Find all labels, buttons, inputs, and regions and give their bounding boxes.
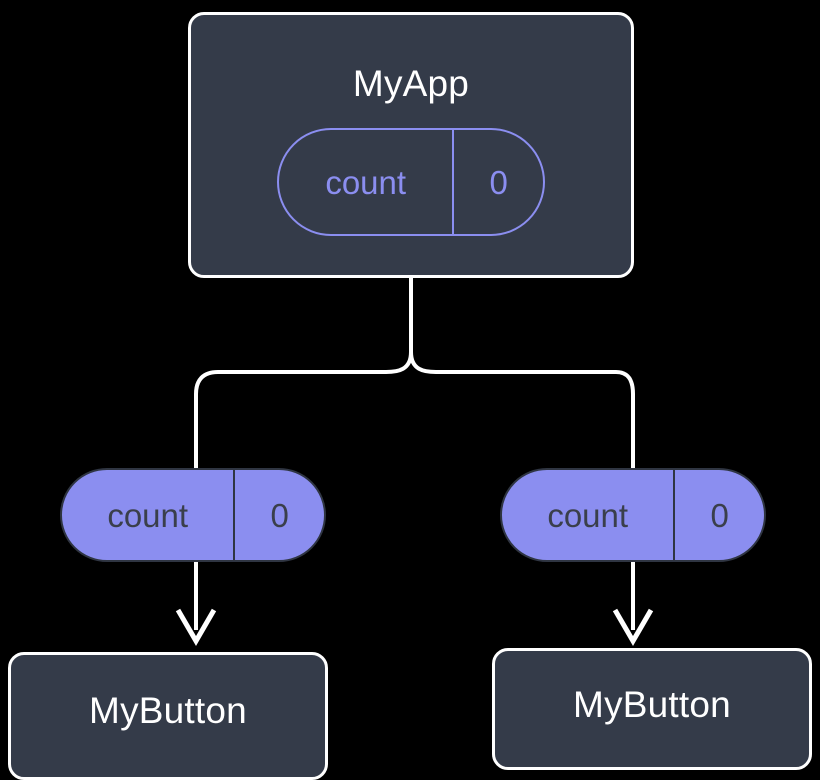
component-title-mybutton: MyButton xyxy=(573,684,731,725)
state-pill-branch-right[interactable]: count 0 xyxy=(500,468,766,562)
arrowhead-left xyxy=(175,608,217,646)
arrowhead-right xyxy=(612,608,654,646)
state-key-label: count xyxy=(325,163,407,201)
state-value-label: 0 xyxy=(452,130,543,234)
component-node-mybutton-left[interactable]: MyButton xyxy=(8,652,328,780)
edge-fork-left xyxy=(194,350,413,472)
state-value-label: 0 xyxy=(673,470,764,560)
state-pill-branch-left[interactable]: count 0 xyxy=(60,468,326,562)
state-value-label: 0 xyxy=(233,470,324,560)
component-node-mybutton-right[interactable]: MyButton xyxy=(492,648,812,770)
state-pill-root[interactable]: count 0 xyxy=(277,128,545,236)
component-title-myapp: MyApp xyxy=(352,63,470,104)
state-key-label: count xyxy=(547,496,629,534)
state-key-label: count xyxy=(107,496,189,534)
component-title-mybutton: MyButton xyxy=(89,690,247,731)
edge-fork-right xyxy=(409,350,635,472)
